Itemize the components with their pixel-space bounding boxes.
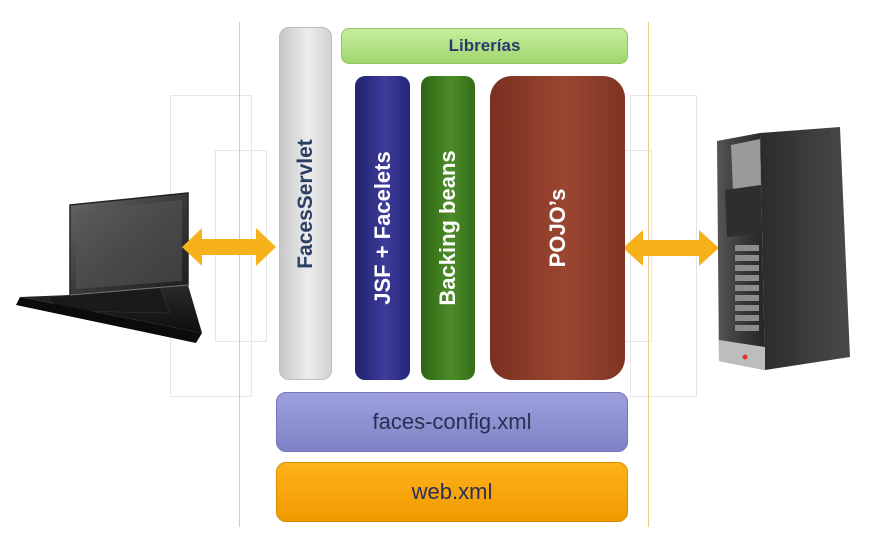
- server-tower-icon: [717, 127, 850, 370]
- faces-servlet-block: FacesServlet: [279, 27, 332, 380]
- jsf-facelets-block: JSF + Facelets: [355, 76, 410, 380]
- web-xml-block: web.xml: [276, 462, 628, 522]
- web-xml-label: web.xml: [411, 479, 493, 504]
- faces-config-block: faces-config.xml: [276, 392, 628, 452]
- jsf-facelets-label: JSF + Facelets: [369, 151, 395, 305]
- faces-servlet-label: FacesServlet: [293, 138, 317, 269]
- double-arrow-icon: [182, 228, 276, 266]
- librerias-label: Librerías: [448, 36, 521, 55]
- pojos-block: POJO’s: [490, 76, 625, 380]
- faces-config-label: faces-config.xml: [372, 409, 532, 434]
- left-boundary-line: [239, 22, 240, 527]
- double-arrow-icon: [623, 230, 719, 266]
- backing-beans-label: Backing beans: [435, 150, 460, 306]
- pojos-label: POJO’s: [544, 188, 570, 268]
- right-boundary-line: [648, 22, 649, 527]
- laptop-icon: [16, 192, 202, 343]
- backing-beans-block: Backing beans: [421, 76, 475, 380]
- librerias-block: Librerías: [341, 28, 628, 64]
